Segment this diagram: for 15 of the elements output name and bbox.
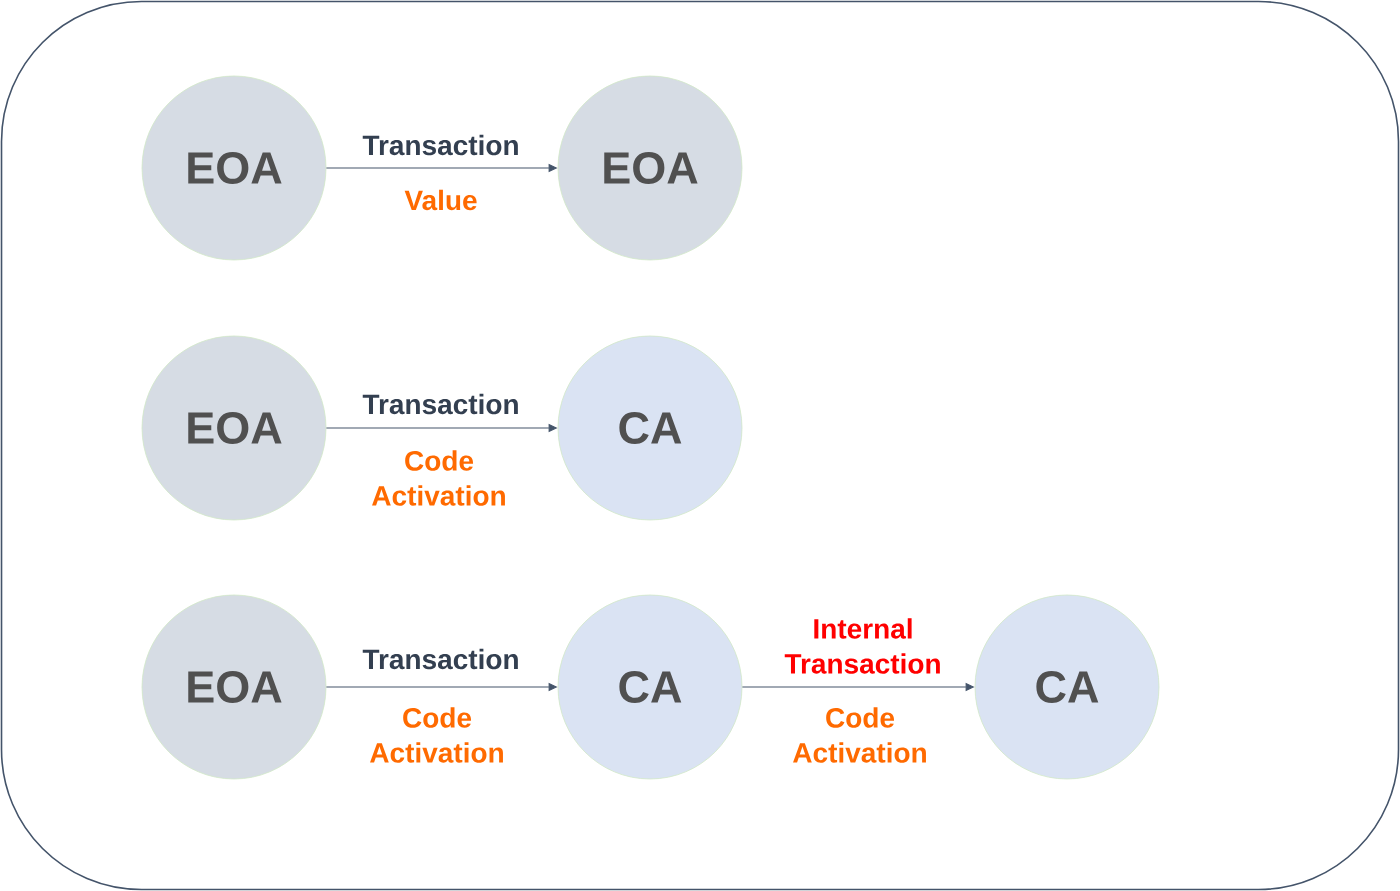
edge-label: Transaction <box>362 393 518 415</box>
circle-node: CA <box>557 335 743 521</box>
circle-node: EOA <box>141 75 327 261</box>
arrow-caption: Code Activation <box>793 707 926 763</box>
circle-node: EOA <box>141 335 327 521</box>
arrow-caption: Code Activation <box>372 450 505 506</box>
circle-node: EOA <box>141 594 327 780</box>
edge-label: Internal Transaction <box>784 618 940 674</box>
arrow-caption: Value <box>404 189 477 211</box>
circle-node: EOA <box>557 75 743 261</box>
circle-node: CA <box>974 594 1160 780</box>
edge-label: Transaction <box>362 134 518 156</box>
circle-node: CA <box>557 594 743 780</box>
edge-label: Transaction <box>362 648 518 670</box>
arrow-caption: Code Activation <box>370 707 503 763</box>
